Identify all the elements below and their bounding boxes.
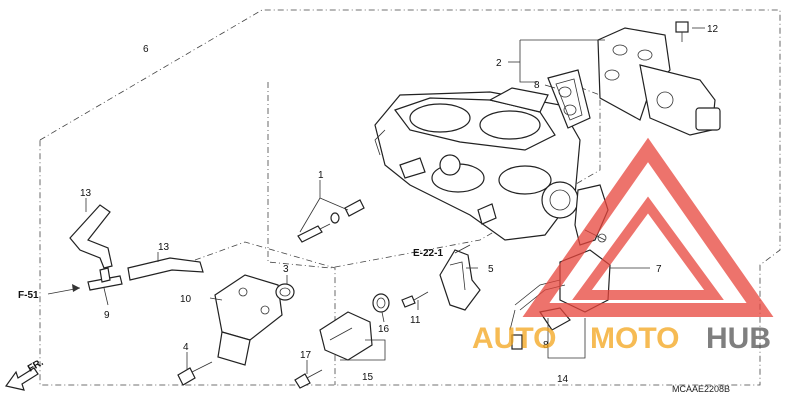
bolt-12 bbox=[675, 21, 689, 42]
gasket-top bbox=[547, 69, 591, 129]
callout-8-top: 8 bbox=[534, 80, 540, 91]
leader-lines bbox=[47, 27, 705, 374]
callout-13-upper: 13 bbox=[80, 188, 92, 199]
sensor-region bbox=[194, 241, 336, 385]
callout-1: 1 bbox=[318, 170, 324, 181]
callout-2: 2 bbox=[496, 58, 502, 69]
watermark-text-hub: HUB bbox=[706, 322, 771, 355]
ref-f-51: F-51 bbox=[18, 290, 39, 301]
o-ring-16 bbox=[372, 293, 390, 313]
sensor-15 bbox=[319, 311, 373, 361]
callout-3: 3 bbox=[283, 264, 289, 275]
callout-16: 16 bbox=[378, 324, 390, 335]
screw-set-1 bbox=[297, 199, 365, 243]
bracket-5 bbox=[439, 249, 481, 311]
callout-7: 7 bbox=[656, 264, 662, 275]
callout-12: 12 bbox=[707, 24, 719, 35]
throttle-body bbox=[374, 87, 581, 241]
callout-5: 5 bbox=[488, 264, 494, 275]
bolt-17 bbox=[294, 369, 323, 389]
front-direction-arrow bbox=[4, 367, 39, 391]
bolt-11 bbox=[401, 291, 429, 308]
diagram-code: MCAAE2208B bbox=[672, 384, 730, 394]
t-joint-9 bbox=[87, 267, 123, 291]
callout-10: 10 bbox=[180, 294, 192, 305]
watermark-triangle-icon bbox=[522, 137, 774, 317]
callout-13-lower: 13 bbox=[158, 242, 170, 253]
callout-9: 9 bbox=[104, 310, 110, 321]
sensor-10 bbox=[214, 274, 283, 366]
watermark-text-moto: MOTO bbox=[590, 322, 679, 355]
o-ring-3 bbox=[275, 283, 295, 301]
hose-13-upper bbox=[69, 204, 113, 269]
callout-6: 6 bbox=[143, 44, 149, 55]
callout-14: 14 bbox=[557, 374, 569, 385]
hose-13-lower bbox=[127, 257, 204, 281]
throttle-body-region bbox=[267, 79, 601, 269]
callout-4: 4 bbox=[183, 342, 189, 353]
ref-e-22-1: E-22-1 bbox=[413, 248, 443, 259]
watermark-logo: AUTO MOTO HUB bbox=[472, 137, 774, 355]
idle-air-control-valve bbox=[597, 27, 721, 136]
ref-front: FR. bbox=[26, 357, 46, 375]
bolt-4 bbox=[177, 361, 213, 386]
watermark-text-auto: AUTO bbox=[472, 322, 556, 355]
callout-11: 11 bbox=[410, 315, 421, 326]
callout-17: 17 bbox=[300, 350, 312, 361]
callout-8-bottom: 8 bbox=[543, 340, 549, 351]
callout-15: 15 bbox=[362, 372, 374, 383]
assembly-boundary bbox=[39, 9, 781, 386]
